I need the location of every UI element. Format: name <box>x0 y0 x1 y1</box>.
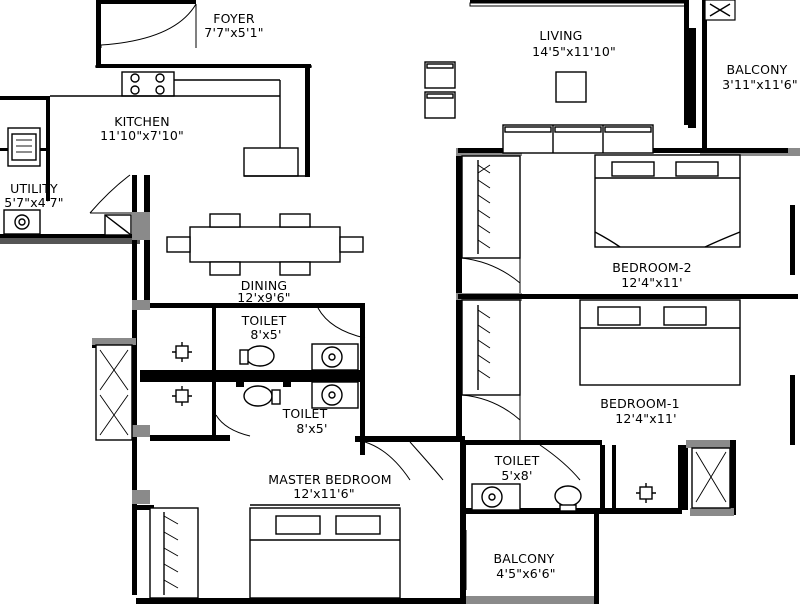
label-utility-name: UTILITY <box>10 181 58 196</box>
label-bedroom2-dim: 12'4"x11' <box>621 275 683 290</box>
label-toilet-c-name: TOILET <box>494 453 540 468</box>
label-living-dim: 14'5"x11'10" <box>532 44 616 59</box>
label-toilet-a-name: TOILET <box>241 313 287 328</box>
doors <box>89 3 581 590</box>
label-toilet-c-dim: 5'x8' <box>501 468 532 483</box>
label-foyer-name: FOYER <box>213 11 255 26</box>
label-balcony-bottom-dim: 4'5"x6'6" <box>496 566 555 581</box>
label-toilet-b-dim: 8'x5' <box>296 421 327 436</box>
label-toilet-b-name: TOILET <box>282 406 328 421</box>
label-kitchen-dim: 11'10"x7'10" <box>100 128 184 143</box>
label-utility-dim: 5'7"x4'7" <box>4 195 63 210</box>
fixtures <box>3 3 741 599</box>
label-bedroom1-name: BEDROOM-1 <box>600 396 680 411</box>
label-toilet-a-dim: 8'x5' <box>250 327 281 342</box>
label-master-bedroom-dim: 12'x11'6" <box>293 486 355 501</box>
label-balcony-bottom-name: BALCONY <box>493 551 554 566</box>
label-foyer-dim: 7'7"x5'1" <box>204 25 263 40</box>
label-master-bedroom-name: MASTER BEDROOM <box>268 472 392 487</box>
label-dining-dim: 12'x9'6" <box>237 290 290 305</box>
label-bedroom1-dim: 12'4"x11' <box>615 411 677 426</box>
room-labels: FOYER 7'7"x5'1" LIVING 14'5"x11'10" BALC… <box>4 11 798 581</box>
label-kitchen-name: KITCHEN <box>114 114 170 129</box>
label-balcony-top-dim: 3'11"x11'6" <box>722 77 798 92</box>
label-bedroom2-name: BEDROOM-2 <box>612 260 692 275</box>
label-living-name: LIVING <box>539 28 582 43</box>
label-dining-name: DINING <box>241 278 288 293</box>
label-balcony-top-name: BALCONY <box>726 62 787 77</box>
